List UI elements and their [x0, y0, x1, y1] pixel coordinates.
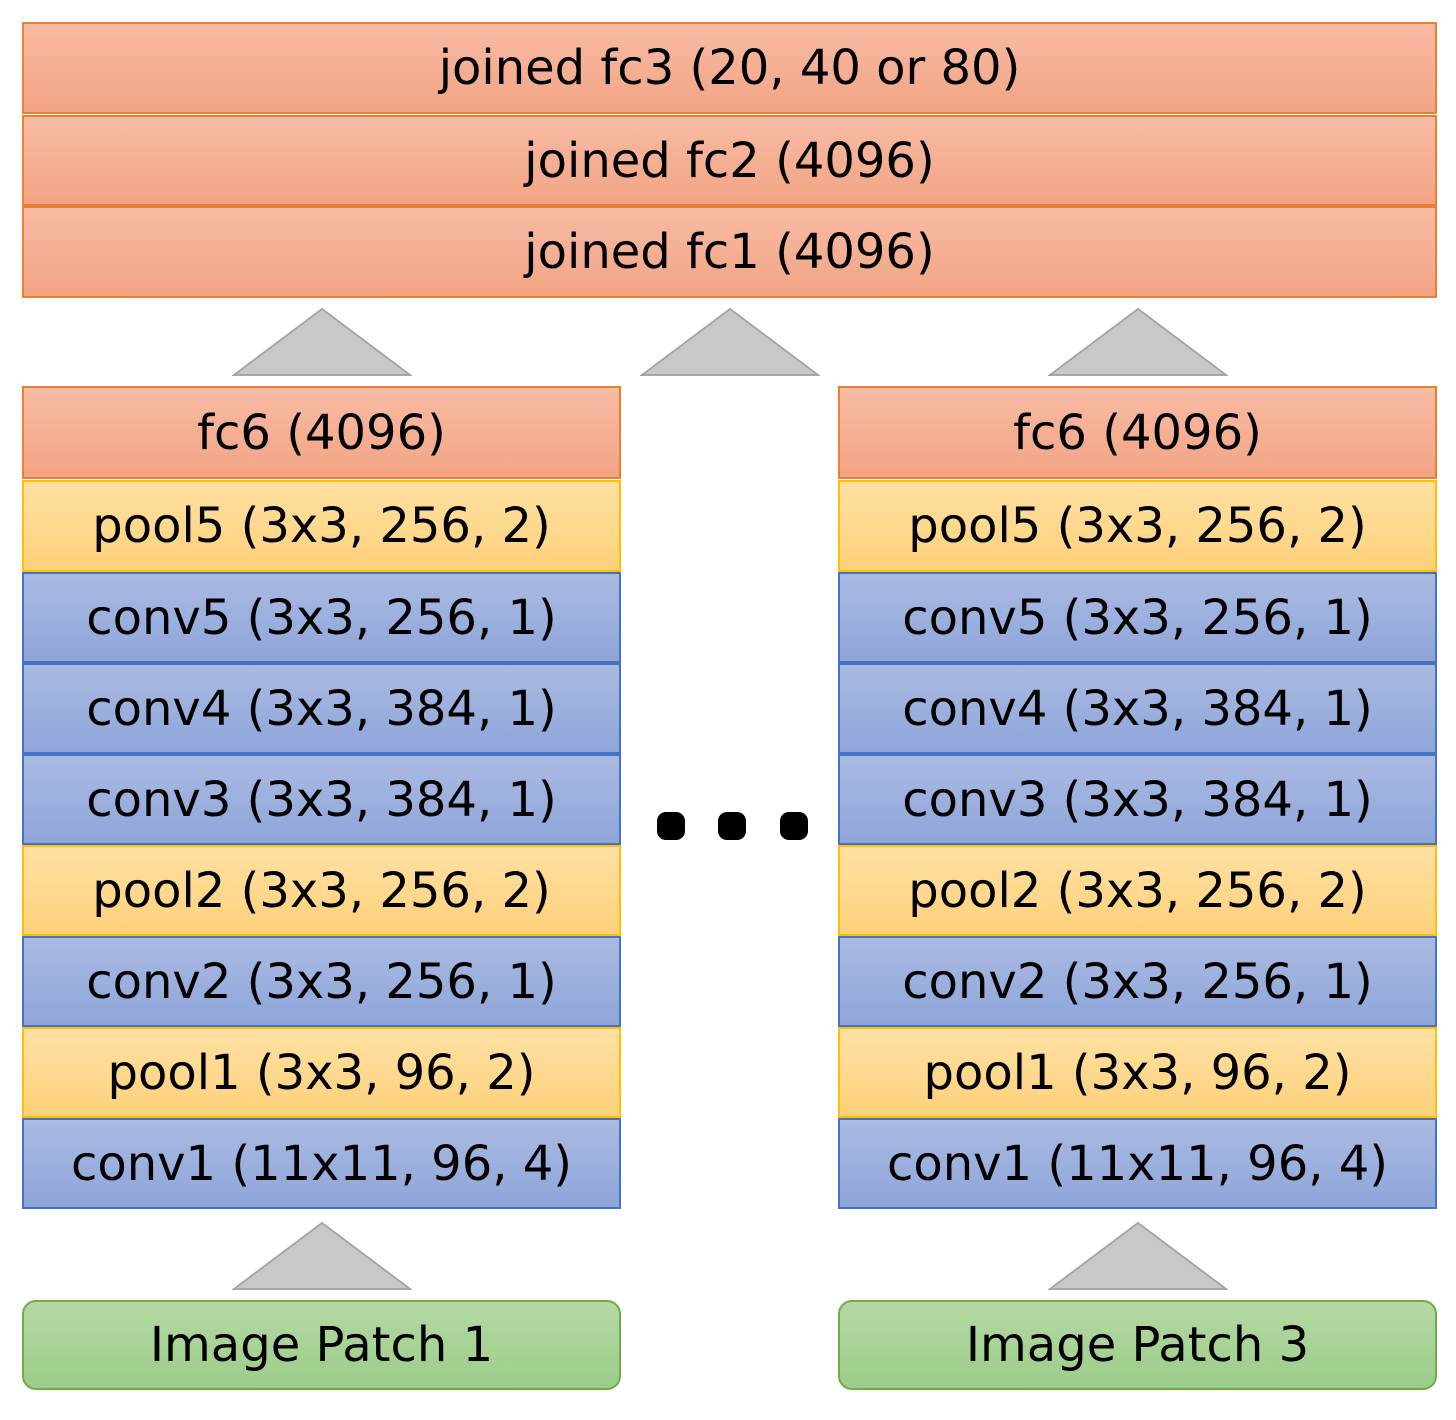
arrow-up-icon: [1048, 307, 1228, 376]
pool5-layer: pool5 (3x3, 256, 2): [838, 480, 1437, 572]
pool1-layer: pool1 (3x3, 96, 2): [22, 1027, 621, 1118]
arrow-up-icon: [232, 307, 412, 376]
conv5-layer: conv5 (3x3, 256, 1): [22, 572, 621, 663]
pool5-layer: pool5 (3x3, 256, 2): [22, 480, 621, 572]
ellipsis-dot: [657, 812, 685, 840]
conv4-layer: conv4 (3x3, 384, 1): [22, 663, 621, 754]
arrow-up-icon: [1048, 1221, 1228, 1290]
conv2-layer: conv2 (3x3, 256, 1): [838, 936, 1437, 1027]
conv1-layer: conv1 (11x11, 96, 4): [22, 1118, 621, 1209]
fc6-layer: fc6 (4096): [22, 386, 621, 479]
image-patch-1-input: Image Patch 1: [22, 1300, 621, 1390]
joined-fc2-layer: joined fc2 (4096): [22, 115, 1437, 206]
joined-fc3-layer: joined fc3 (20, 40 or 80): [22, 22, 1437, 114]
conv3-layer: conv3 (3x3, 384, 1): [22, 754, 621, 845]
ellipsis-dot: [780, 812, 808, 840]
arrow-up-icon: [640, 307, 820, 376]
pool2-layer: pool2 (3x3, 256, 2): [838, 845, 1437, 936]
image-patch-3-input: Image Patch 3: [838, 1300, 1437, 1390]
conv4-layer: conv4 (3x3, 384, 1): [838, 663, 1437, 754]
pool2-layer: pool2 (3x3, 256, 2): [22, 845, 621, 936]
arrow-up-icon: [232, 1221, 412, 1290]
pool1-layer: pool1 (3x3, 96, 2): [838, 1027, 1437, 1118]
fc6-layer: fc6 (4096): [838, 386, 1437, 479]
conv2-layer: conv2 (3x3, 256, 1): [22, 936, 621, 1027]
conv1-layer: conv1 (11x11, 96, 4): [838, 1118, 1437, 1209]
conv5-layer: conv5 (3x3, 256, 1): [838, 572, 1437, 663]
conv3-layer: conv3 (3x3, 384, 1): [838, 754, 1437, 845]
joined-fc1-layer: joined fc1 (4096): [22, 206, 1437, 298]
ellipsis-dot: [718, 812, 746, 840]
